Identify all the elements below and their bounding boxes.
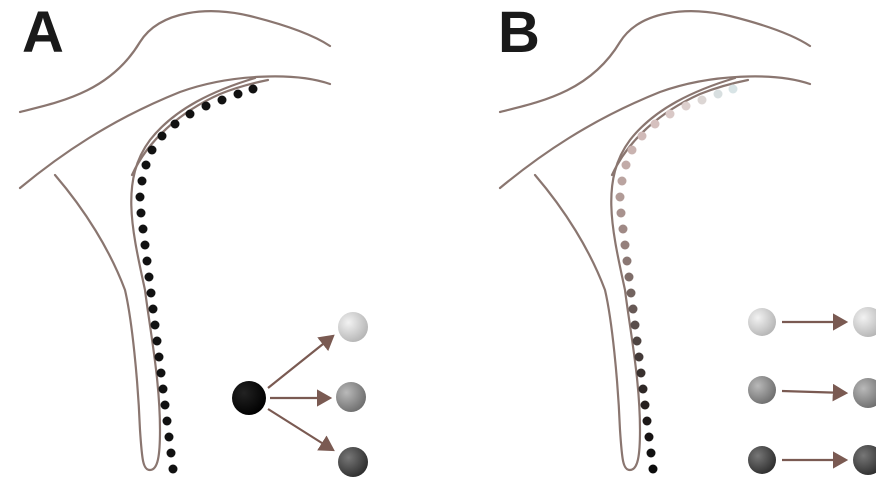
panel-b-dot [698,96,707,105]
panel-b-dot [633,337,642,346]
panel-a-dot [145,273,154,282]
panel-b-dot [641,401,650,410]
panel-b-target-cell-dark [853,445,876,475]
panel-a-dot [148,146,157,155]
panel-a-fanout [232,312,368,477]
panel-b-dot [639,385,648,394]
panel-b-dot [617,209,626,218]
panel-a-dot [169,465,178,474]
panel-a-source-cell [232,381,266,415]
panel-a-outer-contour [20,76,330,188]
panel-b-target-cell-light [853,307,876,337]
panel-b-dot [619,225,628,234]
panel-b-dot [631,321,640,330]
panel-a-arrow-down [268,409,333,450]
panel-a-dot [165,433,174,442]
panel-b-outer-contour [500,76,810,188]
panel-a-dot [158,132,167,141]
panel-b-dot [621,241,630,250]
panel-b-dot [729,85,738,94]
panel-b-dot [625,273,634,282]
panel-b-dot [649,465,658,474]
panel-b-source-cell-mid [748,376,776,404]
panel-a-dot [153,337,162,346]
panel-a-arrow-up [268,336,333,388]
panel-b-inner-contour [535,78,735,470]
panel-b-source-cell-light [748,308,776,336]
panel-a-dot [157,369,166,378]
panel-a-dot [139,225,148,234]
panel-b-target-cell-mid [853,378,876,408]
panel-a-dot [249,85,258,94]
panel-b-dot [629,305,638,314]
panel-b-dot [618,177,627,186]
panel-a-target-cell-dark [338,447,368,477]
panel-b-dot [643,417,652,426]
panel-a-inner-contour-2 [132,80,268,175]
panel-a-upper-contour [20,11,330,112]
panel-a-dot [151,321,160,330]
panel-a-dot [163,417,172,426]
panel-a-dot [136,193,145,202]
panel-a-dot [142,161,151,170]
panel-b-dot [647,449,656,458]
panel-b-source-cell-dark [748,446,776,474]
panel-a-dot [161,401,170,410]
panel-b-dot [635,353,644,362]
panel-a-dot [137,209,146,218]
panel-a-dot [202,102,211,111]
panel-b-dot [616,193,625,202]
panel-a-dot [186,110,195,119]
panel-a-dot [155,353,164,362]
panel-a-dot [171,120,180,129]
panel-b-dot [682,102,691,111]
panel-b-dot [645,433,654,442]
panel-a-dot [234,90,243,99]
panel-b-dot [622,161,631,170]
panel-b-dot [714,90,723,99]
panel-a-dot [159,385,168,394]
panel-b-inner-contour-2 [612,80,748,175]
panel-b-arrow-mid [782,391,846,393]
panel-a-target-cell-light [338,312,368,342]
panel-b-upper-contour [500,11,810,112]
panel-a-dot [147,289,156,298]
panel-b-dot [628,146,637,155]
panel-b-lineage [748,307,876,475]
panel-a-dot [138,177,147,186]
panel-a-dot [218,96,227,105]
panel-b-dot [627,289,636,298]
panel-a-dot [141,241,150,250]
panel-a-target-cell-mid [336,382,366,412]
panel-b-dot [637,369,646,378]
panel-b-dot [638,132,647,141]
panel-b-dot [651,120,660,129]
panel-b-dot [666,110,675,119]
panel-a-outline [20,11,330,470]
panel-a-inner-contour [55,78,255,470]
panel-a-dot [143,257,152,266]
panel-b-dot [623,257,632,266]
panel-a-dot [167,449,176,458]
panel-a-dot [149,305,158,314]
